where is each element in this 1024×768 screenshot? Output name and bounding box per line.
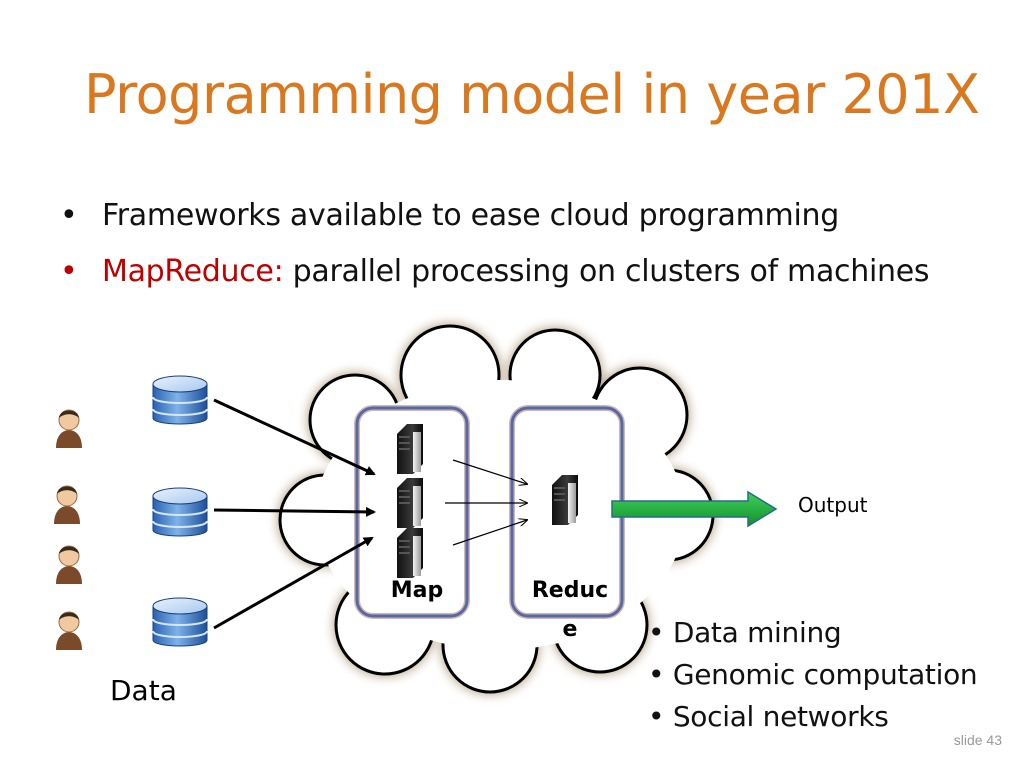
bullet-item-mapreduce: • MapReduce: parallel processing on clus… bbox=[60, 244, 930, 300]
reduce-label-wrap: e bbox=[563, 617, 578, 642]
bullet-marker: • bbox=[60, 254, 78, 289]
bullet-list: • Frameworks available to ease cloud pro… bbox=[60, 188, 930, 300]
person-icon bbox=[55, 611, 83, 651]
server-icon bbox=[552, 475, 578, 525]
data-to-map-arrow bbox=[213, 506, 376, 517]
slide-number: slide 43 bbox=[953, 732, 1002, 748]
bullet-highlight-mapreduce: MapReduce: bbox=[102, 254, 284, 289]
bullet-text: Frameworks available to ease cloud progr… bbox=[102, 198, 839, 233]
map-to-reduce-arrow bbox=[452, 459, 527, 484]
data-to-map-arrow bbox=[213, 398, 376, 476]
reduce-label: Reduc bbox=[532, 578, 608, 603]
server-icon bbox=[397, 478, 423, 528]
person-icon bbox=[55, 409, 83, 449]
database-icon bbox=[152, 597, 208, 647]
data-label: Data bbox=[110, 674, 177, 707]
bullet-text: parallel processing on clusters of machi… bbox=[292, 254, 930, 289]
map-label: Map bbox=[391, 578, 444, 603]
application-item: • Data mining bbox=[648, 616, 842, 649]
person-icon bbox=[53, 485, 81, 525]
map-to-reduce-arrow bbox=[452, 520, 527, 546]
output-label: Output bbox=[798, 493, 868, 517]
bullet-item-frameworks: • Frameworks available to ease cloud pro… bbox=[60, 188, 929, 244]
data-to-map-arrow bbox=[213, 536, 374, 630]
application-list: • Data mining • Genomic computation • So… bbox=[648, 612, 978, 738]
slide-title: Programming model in year 201X bbox=[84, 63, 980, 126]
database-icon bbox=[152, 375, 208, 425]
application-item: • Genomic computation bbox=[648, 658, 978, 691]
output-arrow bbox=[611, 490, 778, 528]
server-icon bbox=[397, 528, 423, 578]
person-icon bbox=[55, 545, 83, 585]
server-icon bbox=[397, 424, 423, 474]
database-icon bbox=[152, 487, 208, 537]
bullet-marker: • bbox=[60, 198, 78, 233]
application-item: • Social networks bbox=[648, 700, 889, 733]
